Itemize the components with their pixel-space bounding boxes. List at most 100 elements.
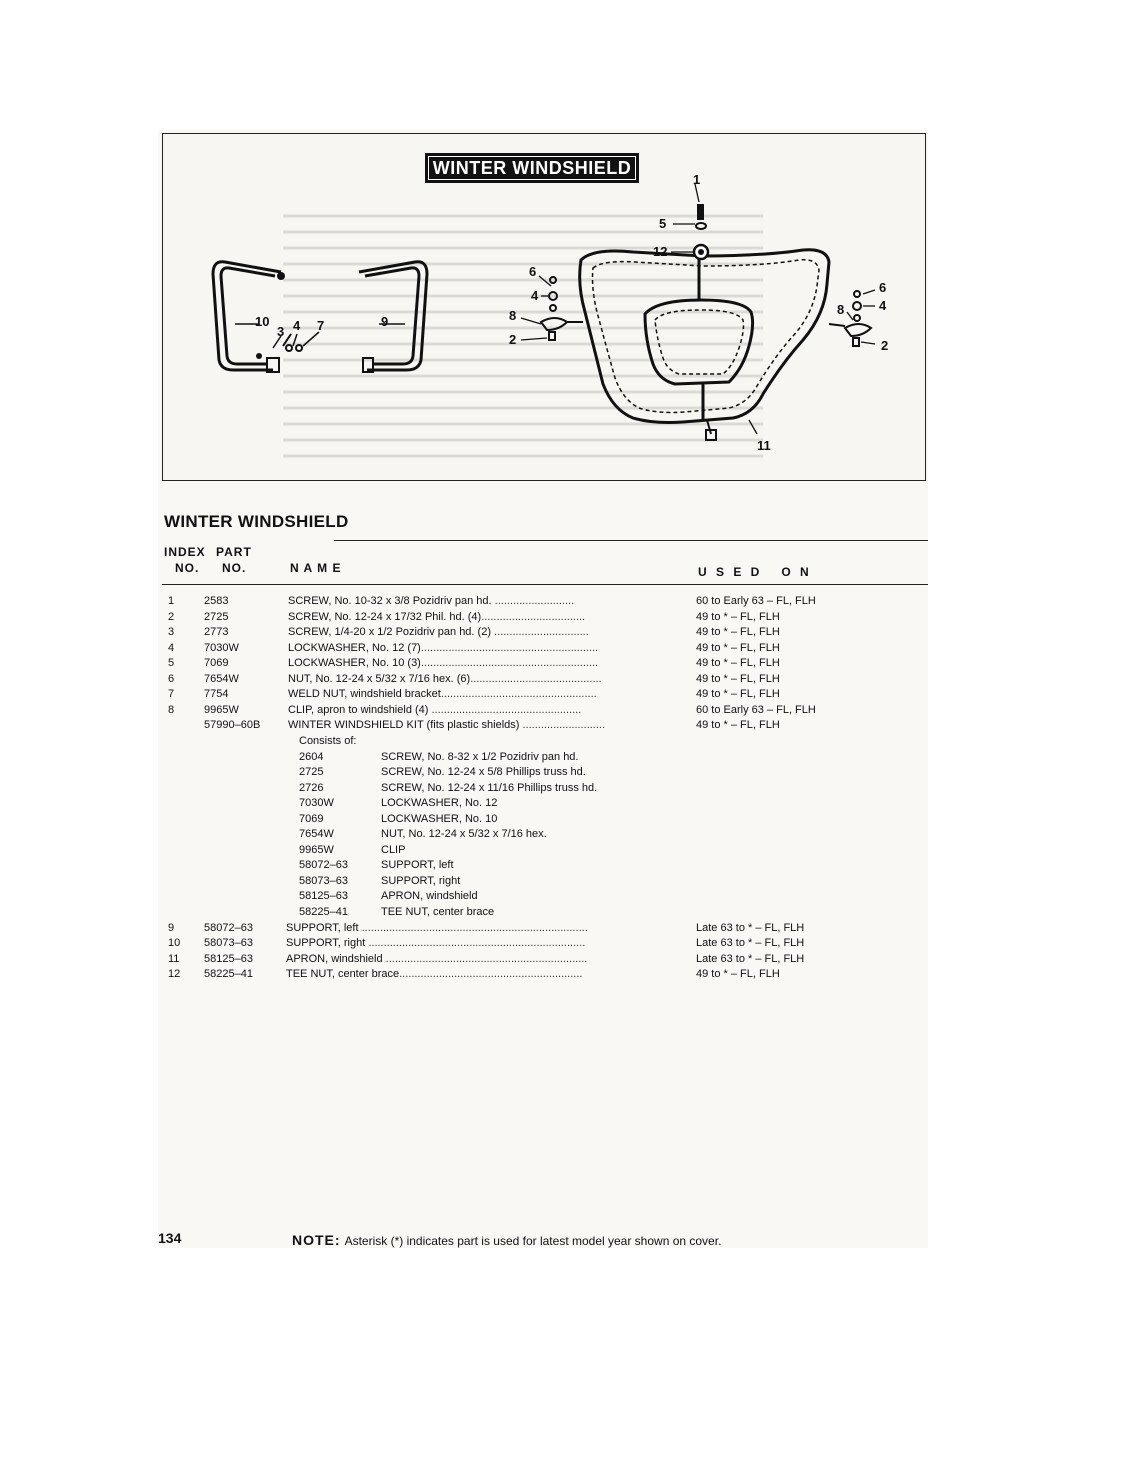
header-rule-bottom: [162, 584, 928, 585]
header-index-line2: NO.: [175, 561, 200, 575]
row-leader-dots: ..................................: [481, 611, 586, 623]
row-part-no: 58072–63: [204, 922, 253, 934]
callout-label: 2: [509, 332, 517, 347]
row-leader-dots: ........................................…: [382, 953, 588, 965]
callout-label: 2: [881, 338, 889, 353]
table-row: 6 7654W NUT, No. 12-24 x 5/32 x 7/16 hex…: [162, 672, 852, 687]
row-used-on: 49 to * – FL, FLH: [696, 688, 780, 700]
kit-item-name: SUPPORT, left: [381, 859, 454, 871]
kit-item-name: TEE NUT, center brace: [381, 906, 495, 918]
row-name: LOCKWASHER, No. 12 (7): [288, 642, 421, 654]
kit-item: 58125–63 APRON, windshield: [299, 889, 719, 904]
row-part-no: 58125–63: [204, 953, 253, 965]
row-index: 7: [168, 688, 175, 700]
page-number: 134: [158, 1230, 182, 1246]
header-part-line1: PART: [216, 545, 252, 559]
row-used-on: 60 to Early 63 – FL, FLH: [696, 595, 816, 607]
kit-item-part: 9965W: [299, 844, 334, 856]
header-part-line2: NO.: [222, 561, 247, 575]
row-name: LOCKWASHER, No. 10 (3): [288, 657, 421, 669]
row-used-on: 49 to * – FL, FLH: [696, 611, 780, 623]
row-name: SCREW, 1/4-20 x 1/2 Pozidriv pan hd. (2): [288, 626, 491, 638]
row-name: SCREW, No. 10-32 x 3/8 Pozidriv pan hd.: [288, 595, 492, 607]
table-row: 5 7069 LOCKWASHER, No. 10 (3)...........…: [162, 656, 852, 671]
callout-label: 4: [293, 318, 301, 333]
row-index: 9: [168, 922, 175, 934]
kit-item: 9965W CLIP: [299, 843, 719, 858]
row-leader-dots: ........................................…: [428, 704, 582, 716]
row-used-on: 49 to * – FL, FLH: [696, 626, 780, 638]
row-used-on: Late 63 to * – FL, FLH: [696, 953, 805, 965]
exploded-view-drawing: [211, 183, 876, 458]
row-part-no: 58225–41: [204, 968, 253, 980]
row-index: 12: [168, 968, 181, 980]
kit-item-part: 7654W: [299, 828, 334, 840]
row-used-on: Late 63 to * – FL, FLH: [696, 922, 805, 934]
row-part-no: 57990–60B: [204, 719, 261, 731]
row-part-no: 7030W: [204, 642, 239, 654]
row-part-no: 58073–63: [204, 937, 253, 949]
row-used-on: 49 to * – FL, FLH: [696, 673, 780, 685]
row-name: TEE NUT, center brace: [286, 968, 400, 980]
row-leader-dots: ........................................…: [358, 922, 588, 934]
parts-illustration: WINTER WINDSHIELD 1 5 12 6 4 8 2 10 3 4 …: [162, 133, 926, 481]
table-row: 10 58073–63 SUPPORT, right .............…: [162, 936, 852, 951]
row-index: 5: [168, 657, 175, 669]
callout-label: 11: [757, 438, 771, 453]
callout-label: 4: [531, 288, 539, 303]
callout-label: 7: [317, 318, 325, 333]
row-part-no: 9965W: [204, 704, 239, 716]
kit-item-name: APRON, windshield: [381, 890, 478, 902]
row-leader-dots: ........................................…: [440, 688, 597, 700]
header-index-line1: INDEX: [164, 545, 206, 559]
footnote: NOTE:Asterisk (*) indicates part is used…: [292, 1232, 721, 1248]
row-leader-dots: ..........................: [491, 595, 575, 607]
callout-label: 6: [529, 264, 537, 279]
header-rule-top: [334, 540, 928, 541]
row-part-no: 7754: [204, 688, 229, 700]
row-leader-dots: ...............................: [490, 626, 589, 638]
kit-item-part: 2604: [299, 751, 324, 763]
figure-banner: WINTER WINDSHIELD: [425, 153, 639, 183]
kit-item-name: SCREW, No. 12-24 x 11/16 Phillips truss …: [381, 782, 598, 794]
row-used-on: Late 63 to * – FL, FLH: [696, 937, 805, 949]
table-row: 7 7754 WELD NUT, windshield bracket.....…: [162, 687, 852, 702]
table-row-kit: 57990–60B WINTER WINDSHIELD KIT (fits pl…: [162, 718, 852, 733]
kit-item-part: 58125–63: [299, 890, 348, 902]
table-row: 1 2583 SCREW, No. 10-32 x 3/8 Pozidriv p…: [162, 594, 852, 609]
row-used-on: 49 to * – FL, FLH: [696, 657, 780, 669]
row-used-on: 49 to * – FL, FLH: [696, 642, 780, 654]
kit-item-name: SCREW, No. 8-32 x 1/2 Pozidriv pan hd.: [381, 751, 579, 763]
callout-label: 6: [879, 280, 887, 295]
row-name: WINTER WINDSHIELD KIT (fits plastic shie…: [288, 719, 520, 731]
note-label: NOTE:: [292, 1232, 341, 1248]
kit-item: 58225–41 TEE NUT, center brace: [299, 905, 719, 920]
table-row: 2 2725 SCREW, No. 12-24 x 17/32 Phil. hd…: [162, 610, 852, 625]
table-row: 3 2773 SCREW, 1/4-20 x 1/2 Pozidriv pan …: [162, 625, 852, 640]
row-leader-dots: ........................................…: [420, 642, 599, 654]
kit-item-name: LOCKWASHER, No. 12: [381, 797, 498, 809]
callout-label: 9: [381, 314, 389, 329]
kit-item: 2604 SCREW, No. 8-32 x 1/2 Pozidriv pan h…: [299, 750, 719, 765]
row-index: 3: [168, 626, 175, 638]
kit-item-name: CLIP: [381, 844, 406, 856]
callout-label: 5: [659, 216, 667, 231]
row-index: 11: [168, 953, 180, 965]
header-name: N A M E: [290, 561, 342, 575]
table-row: 8 9965W CLIP, apron to windshield (4) ..…: [162, 703, 852, 718]
kit-item-part: 58225–41: [299, 906, 348, 918]
callout-label: 12: [653, 244, 668, 259]
row-index: 2: [168, 611, 175, 623]
row-leader-dots: ...........................: [519, 719, 606, 731]
row-name: SUPPORT, right: [286, 937, 366, 949]
callout-label: 4: [879, 298, 887, 313]
kit-item-name: SUPPORT, right: [381, 875, 461, 887]
row-leader-dots: ........................................…: [420, 657, 599, 669]
row-index: 10: [168, 937, 181, 949]
